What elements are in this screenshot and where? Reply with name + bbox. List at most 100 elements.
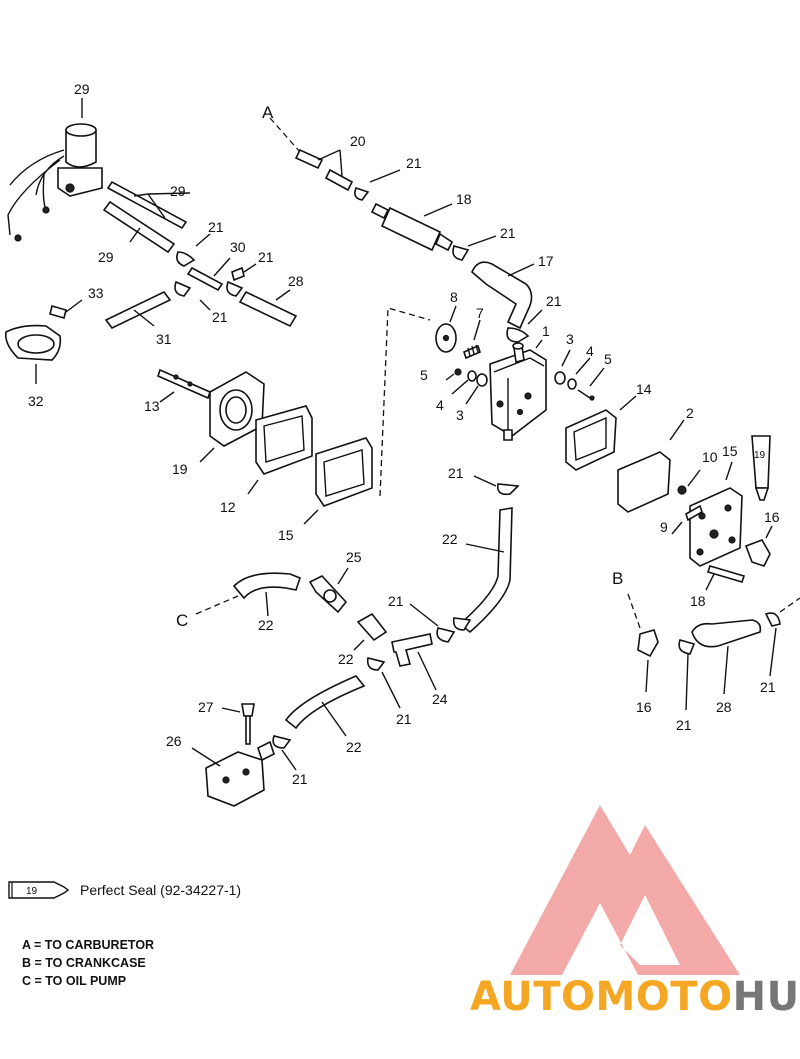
clamp-21-pump-top [506, 309, 543, 343]
stud-11-part [157, 368, 211, 403]
callout-1: 1 [542, 323, 550, 339]
sealant-tube-part: 19 [751, 435, 771, 501]
valve-parts-right [554, 349, 605, 401]
fuel-filter-19-part [370, 202, 454, 252]
callout-2: 2 [686, 405, 694, 421]
callout-21: 21 [212, 309, 228, 325]
clamp-21-bottom [272, 735, 297, 771]
connection-legend: A = TO CARBURETOR B = TO CRANKCASE C = T… [22, 936, 154, 990]
watermark-logo [510, 805, 740, 975]
gasket-2-part [617, 419, 685, 513]
callout-23: 24 [432, 691, 448, 707]
hose-29-group [102, 180, 298, 328]
callout-29: 29 [170, 183, 186, 199]
sealant-tube-icon: 19 [8, 881, 70, 899]
callout-32: 32 [28, 393, 44, 409]
callout-31: 31 [156, 331, 172, 347]
gasket-10-part [247, 405, 313, 495]
hose-22-c-part [232, 572, 301, 617]
callout-30: 30 [230, 239, 246, 255]
callout-21: 21 [208, 219, 224, 235]
callout-5: 5 [604, 351, 612, 367]
callout-21: 21 [500, 225, 516, 241]
callout-17: 19 [172, 461, 188, 477]
bolt-26-part [221, 703, 255, 745]
callout-labels: 29 29 29 21 30 21 28 21 33 31 32 13 19 1… [28, 81, 780, 787]
tee-30-part [186, 257, 231, 292]
callout-21: 21 [760, 679, 776, 695]
callout-21: 21 [292, 771, 308, 787]
callout-3: 3 [566, 331, 574, 347]
clamp-21-pump-bottom [473, 475, 520, 496]
gasket-12-part [565, 395, 637, 471]
callout-22: 22 [442, 531, 458, 547]
clamp-21-group-left [174, 233, 257, 311]
bracket-32-part [4, 324, 62, 384]
callout-24: 25 [346, 549, 362, 565]
callout-22: 22 [346, 739, 362, 755]
valve-25-part [191, 740, 275, 807]
sealant-description: Perfect Seal (92-34227-1) [80, 882, 242, 898]
hose-22-main-part [458, 507, 513, 634]
connection-label-c: C [176, 611, 188, 630]
callout-22: 22 [258, 617, 274, 633]
callout-26: 27 [198, 699, 214, 715]
diaphragm-7-part [435, 305, 457, 353]
callout-14: 15 [722, 443, 738, 459]
clamp-21-mid [409, 603, 472, 643]
legend-a: A = TO CARBURETOR [22, 938, 155, 952]
callout-10: 12 [220, 499, 236, 515]
hose-22-short-part [353, 612, 388, 651]
tee-23-part [391, 633, 437, 691]
callout-3: 3 [456, 407, 464, 423]
callout-29: 28 [288, 273, 304, 289]
callout-21: 21 [546, 293, 562, 309]
screw-8-part [671, 504, 703, 535]
hose-20-group [294, 148, 354, 192]
nut-9-part [677, 469, 701, 495]
clamp-21-group-b [678, 597, 800, 711]
callout-33: 33 [88, 285, 104, 301]
callout-9: 10 [702, 449, 718, 465]
pump-cover-14-part [689, 461, 743, 567]
callout-21: 21 [388, 593, 404, 609]
gasket-13-part [303, 437, 373, 525]
callout-21: 21 [448, 465, 464, 481]
callout-7: 8 [450, 289, 458, 305]
connection-label-b: B [612, 569, 623, 588]
callout-5: 5 [420, 367, 428, 383]
callout-4: 4 [586, 343, 594, 359]
callout-15: 16 [764, 509, 780, 525]
valve-parts-left [445, 368, 488, 405]
legend-tube-label: 19 [26, 886, 38, 897]
callout-21: 21 [406, 155, 422, 171]
callout-4: 4 [436, 397, 444, 413]
callout-29: 29 [98, 249, 114, 265]
connection-label-a: A [262, 103, 274, 122]
primer-solenoid-part [7, 98, 103, 242]
watermark-text: AUTOMOTOHUB [470, 974, 800, 1020]
elbow-15-upper-part [744, 525, 773, 567]
callout-19: 18 [456, 191, 472, 207]
callout-21: 21 [258, 249, 274, 265]
callout-20: 20 [350, 133, 366, 149]
watermark-text-part2: HUB [732, 974, 800, 1020]
clamp-21-lower [366, 657, 401, 709]
callout-21: 21 [396, 711, 412, 727]
watermark-text-part1: AUTOMOTO [470, 974, 733, 1020]
callout-21: 21 [676, 717, 692, 733]
tube-callout-19: 19 [754, 450, 766, 461]
callout-8: 9 [660, 519, 668, 535]
callout-15: 16 [636, 699, 652, 715]
hose-22-lower-part [284, 675, 366, 737]
clamp-21-group-top [354, 169, 497, 261]
callout-22: 22 [338, 651, 354, 667]
callout-12: 14 [636, 381, 652, 397]
check-valve-24-part [308, 567, 349, 614]
elbow-15-lower-part [637, 629, 659, 693]
hose-31-part [104, 290, 172, 330]
callout-11: 13 [144, 398, 160, 414]
screw-16-part [705, 565, 746, 591]
callout-28: 29 [74, 81, 90, 97]
